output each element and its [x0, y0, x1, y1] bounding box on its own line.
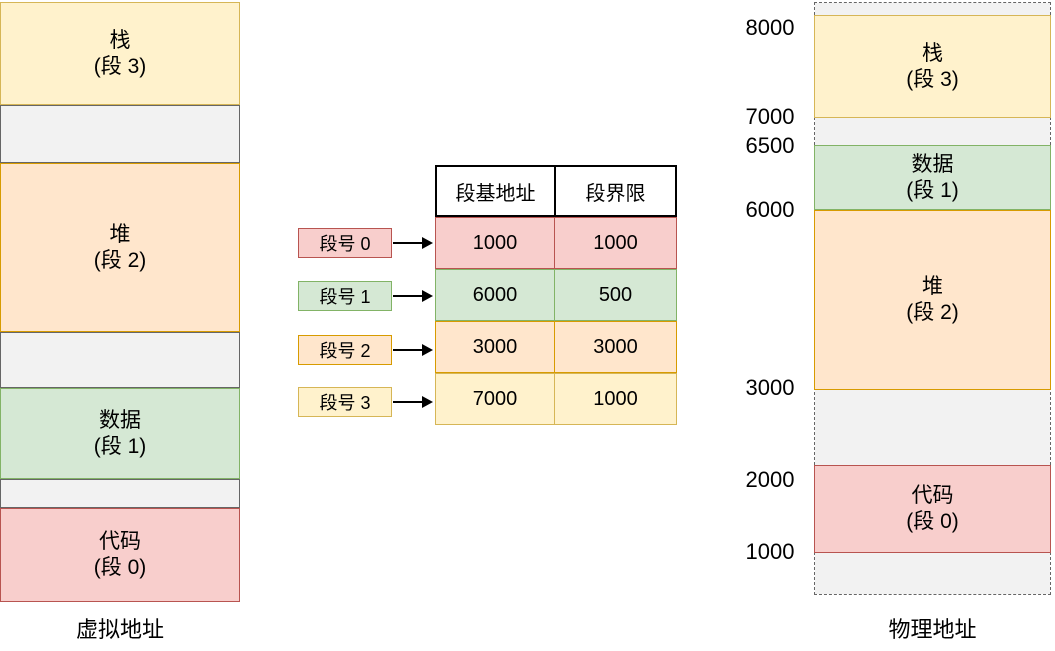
arrow-head-icon [422, 237, 433, 249]
header-cell-base: 段基地址 [437, 167, 556, 215]
vm-free-gap [0, 332, 240, 388]
arrow-line [393, 242, 423, 244]
phys-free-gap [815, 3, 1050, 15]
address-tick-6500: 6500 [745, 133, 795, 158]
segment-table: 段基地址 段界限 1000 1000 6000 500 3000 3000 70… [435, 165, 677, 425]
limit-cell: 1000 [593, 231, 638, 254]
segment-name: 代码 [99, 530, 141, 553]
phys-free-gap [815, 118, 1050, 145]
phys-segment-stack: 栈 (段 3) [814, 15, 1051, 118]
segment-name: 数据 [99, 408, 141, 432]
segment-name: 代码 [911, 484, 954, 507]
segment-id: (段 3) [93, 54, 147, 78]
segment-id: (段 3) [906, 67, 959, 91]
arrow-head-icon [422, 344, 433, 356]
limit-cell: 500 [598, 283, 633, 306]
base-cell: 3000 [436, 322, 555, 372]
phys-free-gap [815, 390, 1050, 465]
segment-id: (段 2) [906, 301, 959, 324]
base-cell: 1000 [436, 218, 555, 268]
phys-segment-heap: 堆 (段 2) [814, 210, 1051, 390]
table-row-3: 7000 1000 [435, 373, 677, 425]
address-tick-2000: 2000 [745, 467, 795, 492]
vm-free-gap [0, 479, 240, 508]
address-tick-6000: 6000 [745, 197, 795, 222]
segment-id: (段 1) [906, 178, 959, 202]
arrow-head-icon [422, 290, 433, 302]
phys-segment-code: 代码 (段 0) [814, 465, 1051, 553]
arrow-line [393, 401, 423, 403]
address-tick-8000: 8000 [745, 15, 795, 40]
limit-cell: 1000 [593, 387, 638, 410]
segment-table-header: 段基地址 段界限 [435, 165, 677, 217]
limit-cell: 3000 [593, 335, 638, 358]
table-row-0: 1000 1000 [435, 217, 677, 269]
vm-segment-heap: 堆 (段 2) [0, 163, 240, 332]
vm-segment-stack: 栈 (段 3) [0, 2, 240, 105]
arrow-line [393, 295, 423, 297]
vm-segment-data: 数据 (段 1) [0, 388, 240, 479]
phys-segment-data: 数据 (段 1) [814, 145, 1051, 210]
header-cell-limit: 段界限 [585, 182, 646, 205]
segment-name: 栈 [922, 41, 943, 65]
arrow-head-icon [422, 396, 433, 408]
segment-id: (段 1) [93, 434, 147, 458]
virtual-address-caption: 虚拟地址 [75, 617, 164, 642]
vm-segment-code: 代码 (段 0) [0, 508, 240, 602]
table-row-2: 3000 3000 [435, 321, 677, 373]
segment-id: (段 2) [93, 248, 147, 272]
physical-address-caption: 物理地址 [888, 617, 977, 642]
segment-id: (段 0) [93, 556, 147, 579]
address-tick-7000: 7000 [745, 104, 795, 129]
segment-name: 堆 [922, 275, 943, 298]
segment-name: 堆 [109, 222, 131, 246]
base-cell: 7000 [436, 374, 555, 424]
segment-id: (段 0) [906, 510, 959, 533]
segment-number-tag-1: 段号 1 [298, 281, 392, 311]
base-cell: 6000 [436, 270, 555, 320]
segment-number-tag-2: 段号 2 [298, 335, 392, 365]
arrow-line [393, 349, 423, 351]
segment-number-tag-3: 段号 3 [298, 387, 392, 417]
vm-free-gap [0, 105, 240, 163]
address-tick-3000: 3000 [745, 375, 795, 400]
address-tick-1000: 1000 [745, 539, 795, 564]
phys-free-gap [815, 553, 1050, 594]
segment-name: 数据 [911, 152, 954, 176]
physical-address-space: 栈 (段 3) 数据 (段 1) 堆 (段 2) 代码 (段 0) [814, 2, 1051, 595]
segment-name: 栈 [109, 28, 131, 52]
table-row-1: 6000 500 [435, 269, 677, 321]
segment-number-tag-0: 段号 0 [298, 228, 392, 258]
